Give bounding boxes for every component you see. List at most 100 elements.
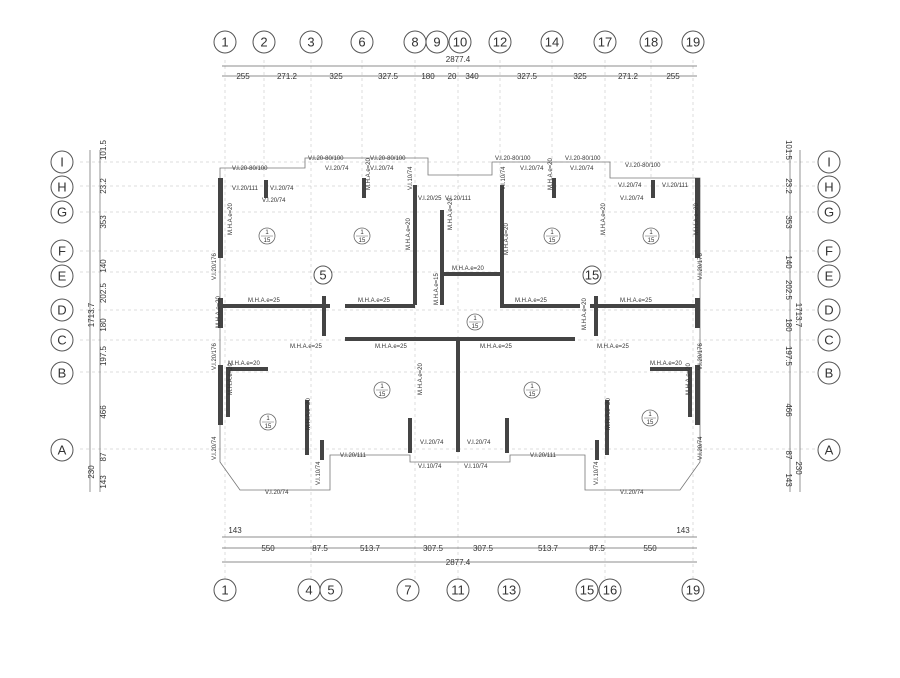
wall-label: M.H.A.e=20 (228, 361, 261, 367)
wall-label: M.H.A.e=20 (228, 362, 234, 395)
svg-text:F: F (825, 244, 833, 259)
top-dim: 255 (666, 72, 680, 81)
beam-label: V.I.20/74 (212, 436, 218, 460)
left-dim: 353 (99, 215, 108, 229)
svg-text:9: 9 (433, 35, 440, 50)
left-dim: 140 (99, 259, 108, 273)
svg-text:15: 15 (647, 420, 654, 426)
wall-label: M.H.A.e=20 (216, 295, 222, 328)
beam-label: V.I.20/111 (530, 453, 557, 459)
slab-mark: 1 15 (373, 381, 391, 399)
wall (226, 367, 230, 417)
wall (305, 400, 309, 455)
beam-labels: V.I.20-80/100 V.I.20-80/100 V.I.20-80/10… (212, 156, 704, 496)
top-dim: 325 (573, 72, 587, 81)
axis-bubble-bottom-1: 1 (213, 578, 237, 602)
wall (218, 365, 223, 425)
slab-mark: 1 15 (523, 381, 541, 399)
wall (695, 365, 700, 425)
svg-text:B: B (58, 366, 67, 381)
wall (594, 296, 598, 336)
svg-text:5: 5 (327, 583, 334, 598)
beam-label: V.I.20-80/100 (565, 156, 601, 162)
axis-bubble-left-C: C (50, 328, 74, 352)
wall (408, 418, 412, 453)
axis-bubble-top-1: 1 (213, 30, 237, 54)
axis-bubble-left-D: D (50, 298, 74, 322)
axis-bubble-top-2: 2 (252, 30, 276, 54)
svg-text:3: 3 (307, 35, 314, 50)
wall-label: M.H.A.e=25 (248, 298, 281, 304)
top-dim: 327.5 (517, 72, 538, 81)
svg-text:1: 1 (265, 230, 269, 236)
beam-label: V.I.20-80/100 (232, 166, 268, 172)
wall (595, 440, 599, 460)
right-dim: 101.5 (784, 140, 793, 161)
wall (650, 367, 690, 371)
svg-text:7: 7 (404, 583, 411, 598)
beam-label: V.I.20/111 (662, 183, 689, 189)
top-dim: 20 (448, 72, 457, 81)
svg-text:1: 1 (360, 230, 364, 236)
beam-label: V.I.20/74 (325, 166, 349, 172)
svg-text:G: G (824, 205, 834, 220)
svg-text:1: 1 (649, 230, 653, 236)
axis-bubble-top-8: 8 (403, 30, 427, 54)
wall-label: M.H.A.e=20 (452, 266, 485, 272)
axis-bubble-right-I: I (817, 150, 841, 174)
zone-label-15: 15 (582, 265, 602, 285)
axis-bubble-bottom-15: 15 (575, 578, 599, 602)
wall-label: M.H.A.e=20 (448, 197, 454, 230)
slab-mark: 1 15 (353, 227, 371, 245)
svg-text:16: 16 (603, 583, 617, 598)
wall (440, 272, 500, 276)
wall (590, 304, 700, 308)
axis-bubble-left-E: E (50, 264, 74, 288)
svg-text:G: G (57, 205, 67, 220)
beam-label: V.I.20/74 (520, 166, 544, 172)
wall (500, 304, 580, 308)
svg-text:1: 1 (266, 416, 270, 422)
wall-label: M.H.A.e=15 (434, 272, 440, 305)
beam-label: V.I.10/74 (594, 461, 600, 485)
left-total-dim: 1713.7 (87, 302, 96, 327)
bottom-dim: 307.5 (423, 544, 444, 553)
right-dim: 197.5 (784, 346, 793, 367)
wall (362, 178, 366, 198)
axis-bubble-left-B: B (50, 361, 74, 385)
wall-label: M.H.A.e=25 (375, 344, 408, 350)
zone-label-5: 5 (313, 265, 333, 285)
beam-label: V.I.20/74 (698, 436, 704, 460)
axis-bubble-top-17: 17 (593, 30, 617, 54)
right-dim: 230 (794, 461, 803, 475)
svg-text:15: 15 (585, 268, 599, 283)
left-dim: 101.5 (99, 139, 108, 160)
wall (218, 298, 223, 328)
svg-text:H: H (57, 180, 66, 195)
left-dim: 87 (99, 452, 108, 461)
wall (500, 185, 504, 305)
svg-text:1: 1 (221, 583, 228, 598)
svg-text:B: B (825, 366, 834, 381)
bottom-dim: 550 (261, 544, 275, 553)
wall (651, 180, 655, 198)
right-dim: 180 (784, 318, 793, 332)
beam-label: V.I.20/176 (212, 253, 218, 280)
right-dim: 466 (784, 403, 793, 417)
svg-text:5: 5 (319, 268, 326, 283)
axis-bubble-bottom-13: 13 (497, 578, 521, 602)
bottom-dim: 87.5 (589, 544, 605, 553)
wall-label: M.H.A.e=25 (620, 298, 653, 304)
bottom-dim: 513.7 (538, 544, 559, 553)
wall (505, 418, 509, 453)
wall-label: M.H.A.e=20 (366, 157, 372, 190)
svg-text:19: 19 (686, 583, 700, 598)
svg-text:15: 15 (580, 583, 594, 598)
top-total-dim: 2877.4 (446, 55, 471, 64)
top-dim: 340 (465, 72, 479, 81)
svg-text:15: 15 (379, 392, 386, 398)
beam-label: V.I.20/25 (418, 196, 442, 202)
beam-label: V.I.20/111 (445, 196, 472, 202)
wall-label: M.H.A.e=20 (418, 362, 424, 395)
axis-bubble-top-14: 14 (540, 30, 564, 54)
